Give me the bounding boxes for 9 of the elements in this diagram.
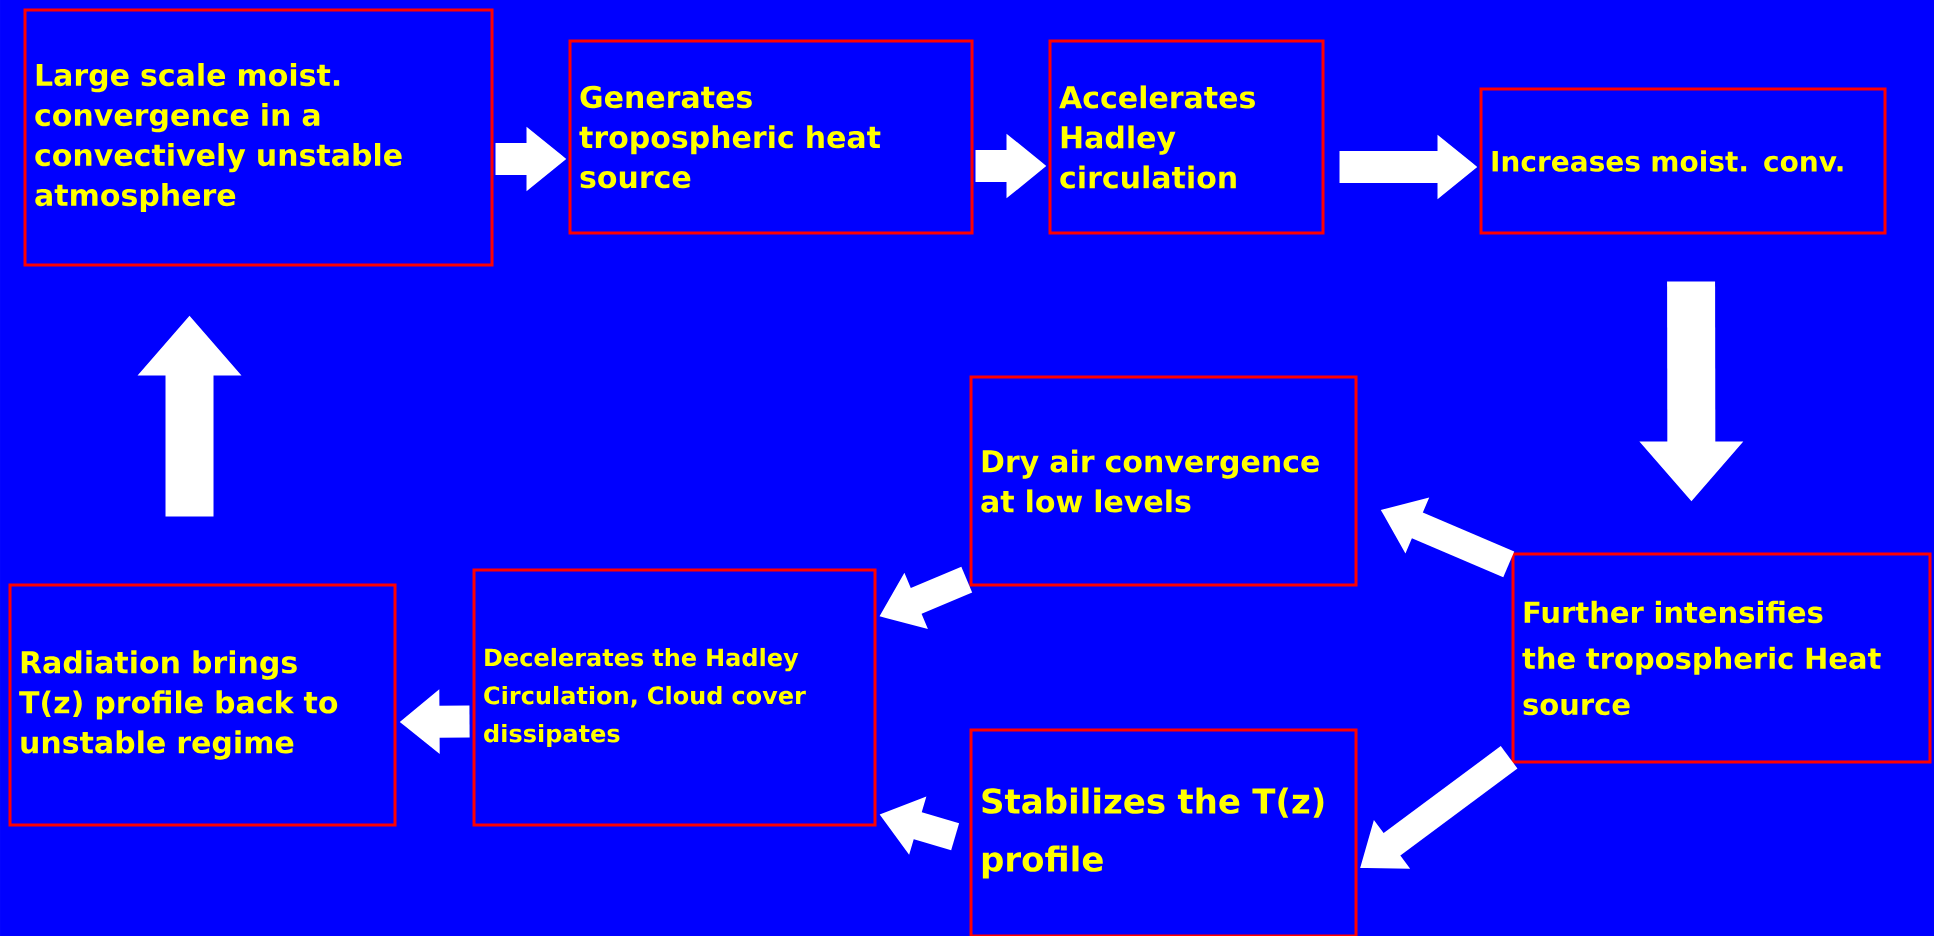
process-box: Stabilizes the T(z) profile <box>969 728 1358 936</box>
process-box: Accelerates Hadley circulation <box>1048 39 1325 235</box>
process-box: Decelerates the Hadley Circulation, Cloud cover dissipates <box>472 568 877 827</box>
process-box: Radiation brings T(z) profile back to unstable regime <box>8 583 397 827</box>
process-box: Generates tropospheric heat source <box>568 39 974 235</box>
process-box: Dry air convergence at low levels <box>969 375 1358 587</box>
process-box: Large scale moist. convergence in a convectively unstable atmosphere <box>23 8 494 267</box>
process-box: Further intensifies the tropospheric Heat source <box>1511 552 1932 764</box>
process-box: Increases moist. conv. <box>1479 87 1887 235</box>
